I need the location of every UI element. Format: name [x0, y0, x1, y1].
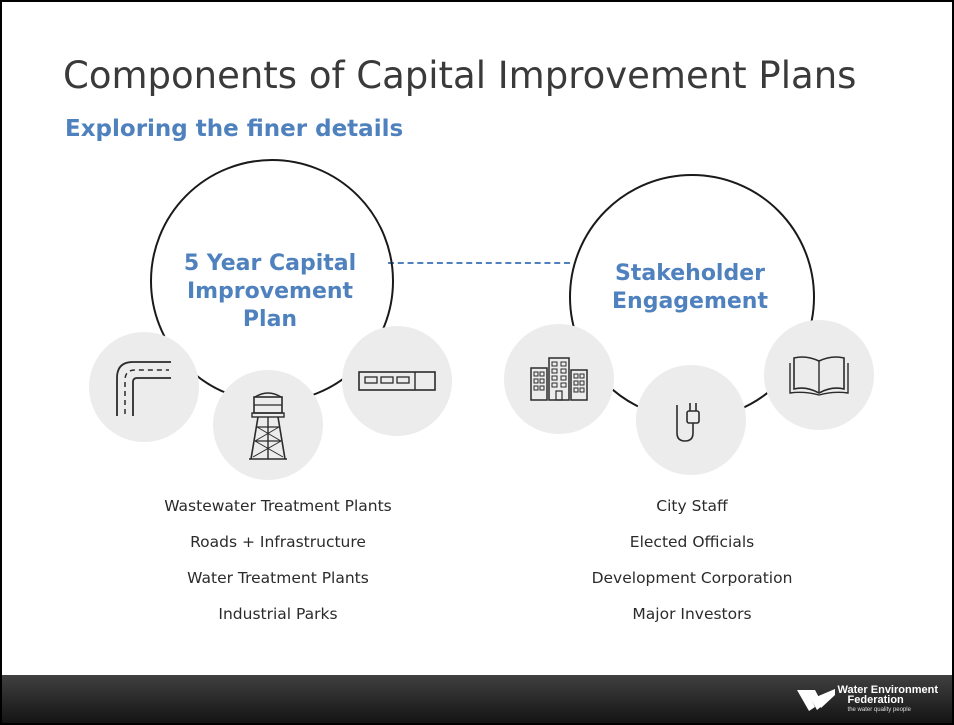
office-buildings-icon [530, 357, 588, 401]
stakeholder-label-line: Engagement [612, 289, 768, 314]
stakeholder-list: City Staff Elected Officials Development… [540, 496, 844, 640]
office-buildings-icon-circle [504, 324, 614, 434]
footer-bar: Water Environment Federation the water q… [2, 675, 952, 723]
list-item: Roads + Infrastructure [190, 533, 366, 551]
road-icon-circle [89, 332, 199, 442]
logo-line1: Water Environment [837, 684, 938, 696]
capital-plan-label-line: 5 Year Capital [183, 251, 357, 276]
logo-line2: Federation [847, 694, 904, 706]
wef-logo-mark-icon [796, 689, 835, 711]
list-item: Major Investors [632, 605, 752, 623]
list-item: City Staff [656, 497, 728, 515]
capital-plan-label-line: Improvement [186, 279, 354, 304]
stakeholder-label: Stakeholder Engagement [572, 260, 808, 316]
list-item: Elected Officials [629, 533, 755, 551]
water-tower-icon-circle [213, 370, 323, 480]
treatment-plant-icon [358, 371, 436, 391]
list-item: Water Treatment Plants [187, 569, 369, 587]
dashed-connector [388, 262, 570, 264]
treatment-plant-icon-circle [342, 326, 452, 436]
list-item: Wastewater Treatment Plants [164, 497, 392, 515]
open-book-icon-circle [764, 320, 874, 430]
wef-logo: Water Environment Federation the water q… [796, 684, 938, 716]
capital-plan-label-line: Plan [242, 307, 298, 332]
water-tower-icon [249, 392, 287, 460]
slide-subtitle: Exploring the finer details [65, 116, 404, 142]
capital-plan-label: 5 Year Capital Improvement Plan [152, 250, 388, 334]
capital-plan-list: Wastewater Treatment Plants Roads + Infr… [128, 496, 428, 640]
list-item: Industrial Parks [218, 605, 338, 623]
slide-title: Components of Capital Improvement Plans [63, 54, 857, 97]
power-plug-icon [676, 403, 700, 442]
logo-tagline: the water quality people [847, 707, 911, 713]
stakeholder-label-line: Stakeholder [614, 261, 765, 286]
road-icon [116, 361, 171, 416]
power-plug-icon-circle [636, 365, 746, 475]
open-book-icon [789, 356, 849, 396]
list-item: Development Corporation [591, 569, 793, 587]
